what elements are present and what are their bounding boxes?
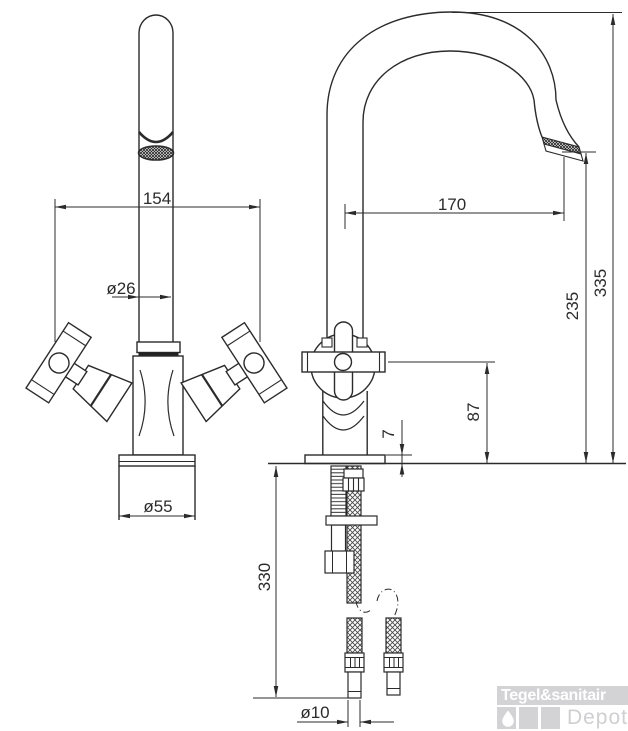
- brand-logo-subtitle: Depot: [566, 706, 628, 729]
- logo-square: [540, 707, 560, 729]
- dim-label-o26: ø26: [106, 279, 135, 298]
- front-left-handle: [25, 321, 133, 423]
- dim-label-330: 330: [255, 563, 274, 591]
- side-view: [268, 11, 626, 699]
- supply-hose-main: [342, 465, 365, 604]
- side-handle: [301, 321, 386, 401]
- dim-label-o10: ø10: [300, 703, 329, 722]
- hose-end-right: [383, 617, 404, 696]
- aerator: [137, 131, 175, 161]
- front-base: [118, 454, 196, 520]
- mounting-nut: [324, 550, 355, 574]
- dim-deck-thickness: 7: [379, 420, 412, 477]
- brand-logo: Tegel&sanitair Depot: [497, 686, 628, 729]
- brand-logo-title: Tegel&sanitair: [497, 686, 628, 705]
- dim-label-7: 7: [379, 429, 398, 438]
- threaded-rod: [330, 465, 347, 553]
- dim-spout-reach: 170: [344, 157, 565, 229]
- dim-spout-diameter: ø26: [106, 279, 171, 300]
- brand-logo-row: Depot: [497, 706, 628, 729]
- dim-handle-height: 87: [388, 361, 495, 463]
- dim-total-height: 335: [452, 12, 622, 463]
- mounting-plate: [325, 515, 378, 526]
- dim-label-170: 170: [438, 195, 466, 214]
- dim-hose-length: 330: [253, 466, 353, 699]
- logo-drop-square: [497, 707, 516, 729]
- dim-label-335: 335: [591, 269, 610, 297]
- front-spout-tube: [138, 14, 174, 342]
- dim-front-width: 154: [54, 189, 261, 342]
- logo-square: [518, 707, 538, 729]
- dim-label-87: 87: [464, 403, 483, 422]
- front-view: [25, 14, 288, 520]
- hose-end-left: [344, 617, 365, 699]
- side-base-flange: [304, 454, 386, 465]
- dim-label-235: 235: [563, 292, 582, 320]
- dim-base-diameter: ø55: [119, 497, 195, 519]
- side-body: [322, 391, 368, 455]
- dim-spout-height: 235: [562, 151, 596, 463]
- front-body: [132, 341, 184, 456]
- dim-label-o55: ø55: [143, 497, 172, 516]
- break-symbol: [355, 588, 399, 618]
- dim-label-154: 154: [143, 189, 171, 208]
- water-drop-icon: [502, 710, 514, 727]
- gooseneck-spout: [326, 11, 584, 339]
- dim-hose-diameter: ø10: [297, 700, 394, 727]
- front-right-handle: [180, 321, 288, 423]
